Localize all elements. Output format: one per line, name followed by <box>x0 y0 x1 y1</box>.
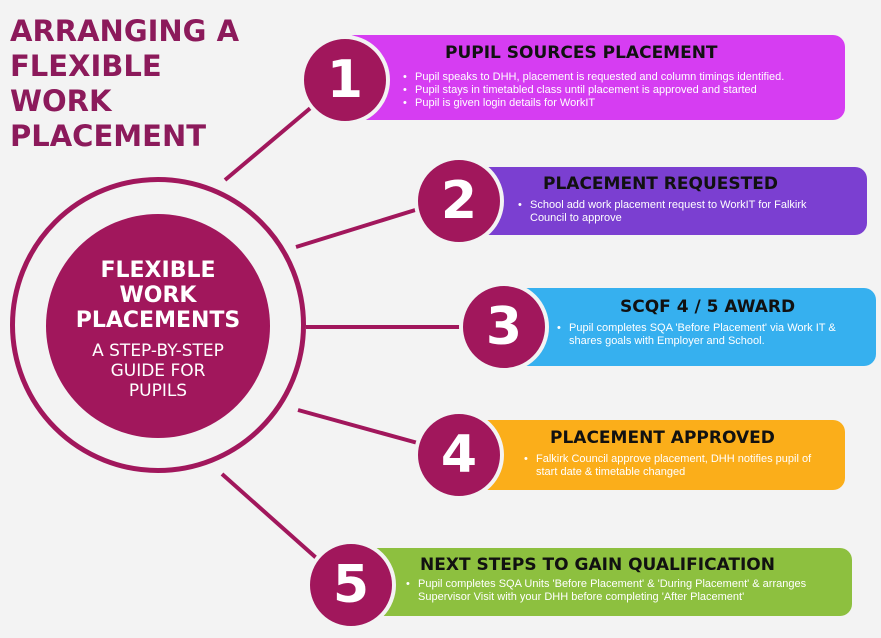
connector-line-4 <box>297 408 426 447</box>
step-bullets-4: Falkirk Council approve placement, DHH n… <box>524 453 834 479</box>
step-number-3: 3 <box>459 282 549 372</box>
step-bullet: Pupil is given login details for WorkIT <box>403 97 839 110</box>
hub-circle: FLEXIBLE WORK PLACEMENTS A STEP-BY-STEP … <box>46 214 270 438</box>
step-title-2: PLACEMENT REQUESTED <box>543 174 778 194</box>
connector-line-5 <box>220 472 324 565</box>
hub-title: FLEXIBLE WORK PLACEMENTS <box>75 258 241 333</box>
step-title-3: SCQF 4 / 5 AWARD <box>620 297 796 317</box>
step-card-2: PLACEMENT REQUESTED School add work plac… <box>458 167 867 235</box>
step-number-2: 2 <box>414 156 504 246</box>
step-title-1: PUPIL SOURCES PLACEMENT <box>445 43 718 63</box>
step-bullets-1: Pupil speaks to DHH, placement is reques… <box>403 71 839 110</box>
step-bullet: Pupil completes SQA 'Before Placement' v… <box>557 322 869 348</box>
step-number-4: 4 <box>414 410 504 500</box>
connector-line-2 <box>295 205 426 249</box>
step-title-4: PLACEMENT APPROVED <box>550 428 775 448</box>
step-bullet: School add work placement request to Wor… <box>518 199 818 225</box>
step-number-5: 5 <box>306 540 396 630</box>
step-bullet: Falkirk Council approve placement, DHH n… <box>524 453 834 479</box>
step-bullets-3: Pupil completes SQA 'Before Placement' v… <box>557 322 869 348</box>
page-title: ARRANGING A FLEXIBLE WORK PLACEMENT <box>10 14 240 153</box>
step-bullet: Pupil stays in timetabled class until pl… <box>403 84 839 97</box>
step-bullet: Pupil speaks to DHH, placement is reques… <box>403 71 839 84</box>
step-bullets-5: Pupil completes SQA Units 'Before Placem… <box>406 578 852 604</box>
step-number-1: 1 <box>300 35 390 125</box>
step-card-5: NEXT STEPS TO GAIN QUALIFICATION Pupil c… <box>340 548 852 616</box>
step-card-4: PLACEMENT APPROVED Falkirk Council appro… <box>458 420 845 490</box>
step-card-1: PUPIL SOURCES PLACEMENT Pupil speaks to … <box>343 35 845 120</box>
step-bullets-2: School add work placement request to Wor… <box>518 199 818 225</box>
connector-line-1 <box>223 98 322 182</box>
step-title-5: NEXT STEPS TO GAIN QUALIFICATION <box>420 555 775 575</box>
hub-subtitle: A STEP-BY-STEP GUIDE FOR PUPILS <box>92 341 224 401</box>
step-bullet: Pupil completes SQA Units 'Before Placem… <box>406 578 852 604</box>
step-card-3: SCQF 4 / 5 AWARD Pupil completes SQA 'Be… <box>505 288 876 366</box>
